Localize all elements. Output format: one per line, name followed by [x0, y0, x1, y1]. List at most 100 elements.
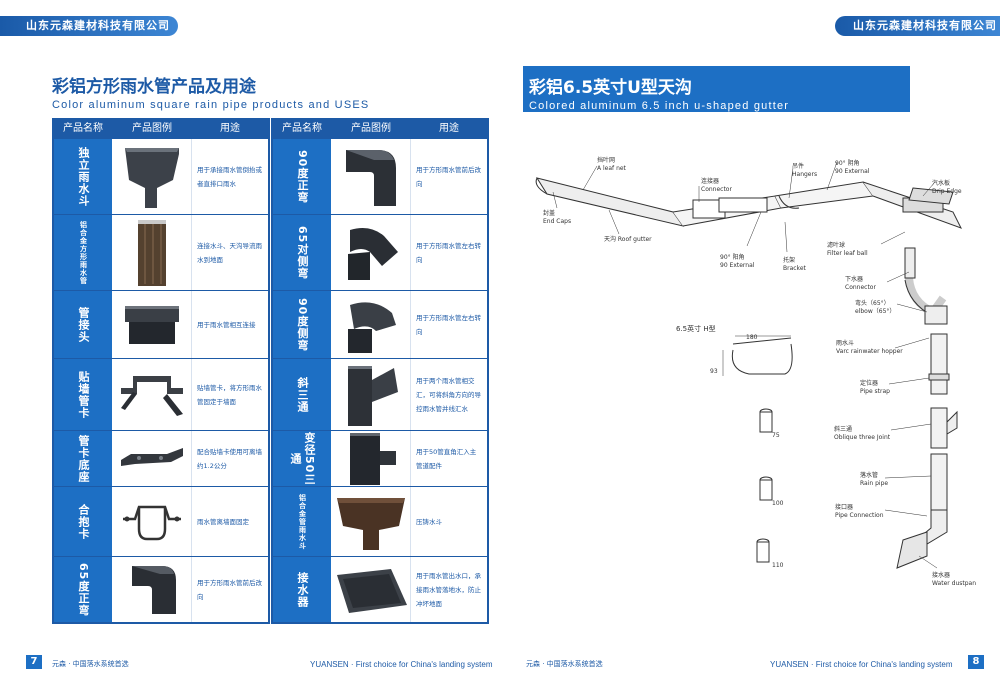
product-use: 用于50管直角汇入主管道配件 [416, 447, 477, 470]
page-number-right: 8 [968, 655, 984, 669]
product-use: 用于雨水管相互连接 [197, 320, 256, 329]
table-row: 贴墙管卡 贴墙管卡，将方形雨水管固定于墙面 [54, 358, 268, 430]
product-name: 90度侧弯 [273, 291, 331, 358]
company-banner-right: 山东元森建材科技有限公司 [835, 16, 1000, 36]
product-image [331, 431, 411, 486]
table-row: 65度正弯 用于方形雨水管前后改向 [54, 556, 268, 622]
table-row: 65对侧弯 用于方形雨水管左右转向 [273, 214, 487, 290]
right-title-cn: 彩铝6.5英寸U型天沟 [529, 78, 692, 98]
dim-pipe-100: 100 [772, 500, 784, 507]
product-name: 斜三通 [273, 359, 331, 430]
product-use: 用于两个雨水管相交汇，可将斜角方向的导控雨水管并线汇水 [416, 376, 481, 413]
footer-cn-right: 元森 · 中国落水系统首选 [526, 660, 603, 668]
left-title-en: Color aluminum square rain pipe products… [52, 99, 370, 111]
product-image [112, 487, 192, 556]
table-row: 合抱卡 雨水管离墙面固定 [54, 486, 268, 556]
footer-en-right: YUANSEN · First choice for China's landi… [770, 660, 953, 669]
product-image [112, 359, 192, 430]
left-page-title: 彩铝方形雨水管产品及用途 Color aluminum square rain … [52, 72, 369, 111]
product-table-2: 产品名称 产品图例 用途 90度正弯 用于方形雨水管前后改向 65对侧弯 用于方… [271, 118, 489, 624]
table-header: 产品名称 产品图例 用途 [54, 120, 268, 138]
product-name: 铝合金方形雨水管 [54, 215, 112, 290]
dim-width: 180 [746, 334, 758, 341]
label-elbow: 弯头（65°）elbow（65°） [855, 300, 896, 315]
h-profile-label: 6.5英寸 H型 [676, 325, 716, 333]
product-image [112, 215, 192, 290]
product-image [112, 431, 192, 486]
table-row: 独立雨水斗 用于承接雨水管倒抬或者直排口雨水 [54, 138, 268, 214]
product-use: 配合贴墙卡使用可离墙约1.2公分 [197, 447, 262, 470]
product-use: 贴墙管卡，将方形雨水管固定于墙面 [197, 383, 262, 406]
product-image [331, 359, 411, 430]
table-row: 90度侧弯 用于方形雨水管左右转向 [273, 290, 487, 358]
header-name: 产品名称 [63, 123, 103, 134]
product-image [112, 291, 192, 358]
dim-height: 93 [710, 368, 718, 375]
dim-pipe-75: 75 [772, 432, 780, 439]
page-number-left: 7 [26, 655, 42, 669]
table-header: 产品名称 产品图例 用途 [273, 120, 487, 138]
product-use: 用于方形雨水管左右转向 [416, 241, 481, 264]
footer-cn-left: 元森 · 中国落水系统首选 [52, 660, 129, 668]
product-image [331, 215, 411, 290]
left-title-cn: 彩铝方形雨水管产品及用途 [52, 77, 256, 97]
label-roof-gutter: 天沟 Roof gutter [604, 236, 652, 243]
product-use: 雨水管离墙面固定 [197, 517, 249, 526]
product-use: 用于方形雨水管前后改向 [416, 165, 481, 188]
product-name: 独立雨水斗 [54, 139, 112, 214]
product-use: 用于方形雨水管左右转向 [416, 313, 481, 336]
company-banner-left: 山东元森建材科技有限公司 [0, 16, 178, 36]
table-row: 铝合金管雨水斗 压铸水斗 [273, 486, 487, 556]
gutter-system-diagram [535, 161, 963, 569]
footer-en-left: YUANSEN · First choice for China's landi… [310, 660, 493, 669]
product-name: 90度正弯 [273, 139, 331, 214]
product-image [331, 291, 411, 358]
product-image [331, 557, 411, 622]
product-image [331, 139, 411, 214]
product-table-1: 产品名称 产品图例 用途 独立雨水斗 用于承接雨水管倒抬或者直排口雨水 铝合金方… [52, 118, 270, 624]
product-name: 贴墙管卡 [54, 359, 112, 430]
header-image: 产品图例 [132, 123, 172, 134]
right-title-en: Colored aluminum 6.5 inch u-shaped gutte… [529, 100, 790, 112]
table-row: 管接头 用于雨水管相互连接 [54, 290, 268, 358]
right-page-title: 彩铝6.5英寸U型天沟 Colored aluminum 6.5 inch u-… [523, 66, 910, 112]
table-row: 管卡底座 配合贴墙卡使用可离墙约1.2公分 [54, 430, 268, 486]
header-use: 用途 [439, 123, 459, 134]
product-name: 管卡底座 [54, 431, 112, 486]
product-use: 用于雨水管出水口，承接雨水管落地水，防止冲坏地面 [416, 571, 481, 608]
table-row: 铝合金方形雨水管 连接水斗、天沟导流雨水到地面 [54, 214, 268, 290]
header-use: 用途 [220, 123, 240, 134]
product-name: 变径50三通 [273, 431, 331, 486]
product-use: 用于承接雨水管倒抬或者直排口雨水 [197, 165, 262, 188]
table-row: 90度正弯 用于方形雨水管前后改向 [273, 138, 487, 214]
table-row: 接水器 用于雨水管出水口，承接雨水管落地水，防止冲坏地面 [273, 556, 487, 622]
header-image: 产品图例 [351, 123, 391, 134]
product-image [331, 487, 411, 556]
product-use: 连接水斗、天沟导流雨水到地面 [197, 241, 262, 264]
table-row: 变径50三通 用于50管直角汇入主管道配件 [273, 430, 487, 486]
product-image [112, 139, 192, 214]
product-name: 铝合金管雨水斗 [273, 487, 331, 556]
product-image [112, 557, 192, 622]
product-name: 65度正弯 [54, 557, 112, 622]
product-name: 合抱卡 [54, 487, 112, 556]
product-use: 压铸水斗 [416, 517, 442, 526]
product-use: 用于方形雨水管前后改向 [197, 578, 262, 601]
product-name: 管接头 [54, 291, 112, 358]
